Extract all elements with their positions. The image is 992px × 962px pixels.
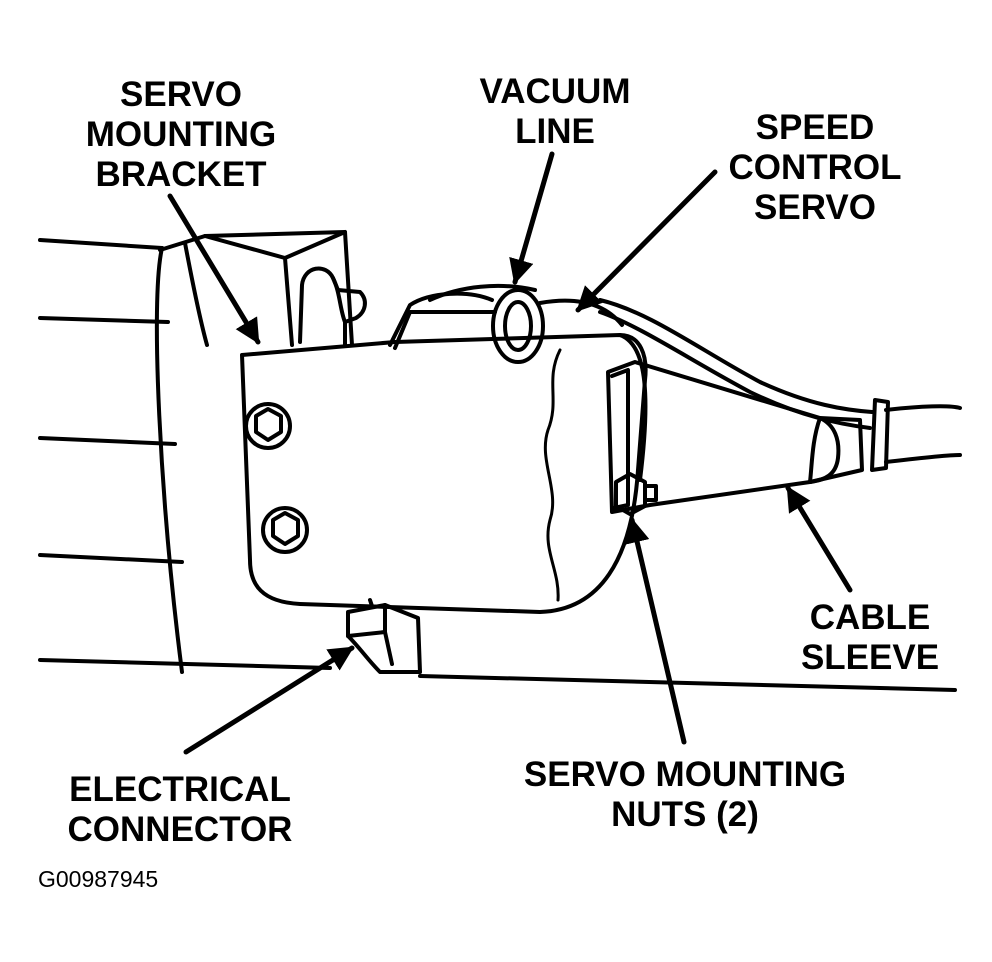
vacuum-fitting bbox=[298, 266, 367, 347]
bracket-bolt-lower bbox=[261, 506, 309, 554]
arrow-servo-mounting-nuts bbox=[624, 517, 687, 745]
arrow-vacuum-line bbox=[509, 151, 555, 285]
figure-id: G00987945 bbox=[38, 866, 159, 892]
label-servo-mounting-bracket: SERVO MOUNTING BRACKET bbox=[85, 75, 277, 194]
arrow-electrical-connector bbox=[183, 645, 355, 755]
upper-bracket-box bbox=[158, 230, 354, 347]
servo-body bbox=[388, 283, 874, 430]
label-vacuum-line: VACUUM LINE bbox=[479, 72, 631, 151]
frame-rail bbox=[38, 238, 957, 692]
bracket-plate bbox=[240, 333, 648, 614]
arrow-cable-sleeve bbox=[785, 485, 853, 593]
label-cable-sleeve: CABLE SLEEVE bbox=[800, 598, 940, 677]
arrow-servo-mounting-bracket bbox=[167, 193, 261, 345]
bracket-bolt-upper bbox=[244, 402, 292, 450]
label-speed-control-servo: SPEED CONTROL SERVO bbox=[728, 108, 902, 227]
electrical-connector-shape bbox=[346, 598, 422, 674]
servo-mounting-nut bbox=[614, 472, 658, 516]
label-servo-mounting-nuts: SERVO MOUNTING NUTS (2) bbox=[523, 755, 847, 834]
cable-sleeve bbox=[606, 360, 962, 514]
arrow-speed-control-servo bbox=[575, 169, 718, 313]
label-electrical-connector: ELECTRICAL CONNECTOR bbox=[67, 770, 293, 849]
